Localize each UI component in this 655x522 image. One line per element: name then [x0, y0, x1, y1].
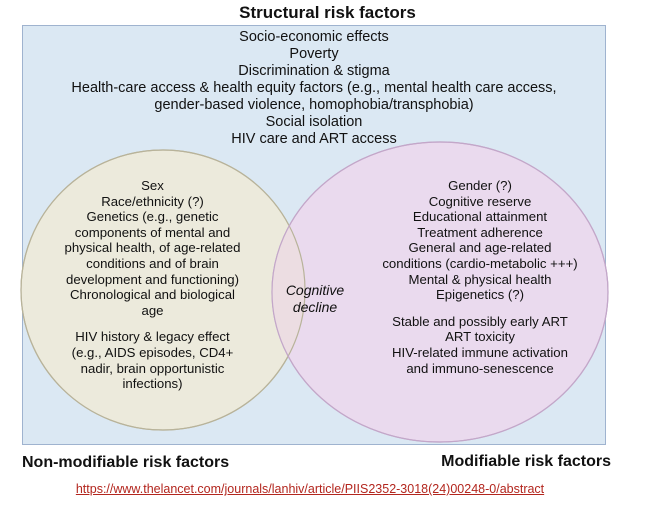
structural-item: Social isolation — [265, 114, 363, 130]
right-item: conditions (cardio-metabolic +++) — [382, 255, 578, 271]
left-item: physical health, of age-related — [64, 240, 241, 256]
structural-item: Health-care access & health equity facto… — [71, 80, 557, 96]
left-item: Race/ethnicity (?) — [101, 193, 204, 209]
modifiable-factors-list: Gender (?) Cognitive reserve Educational… — [360, 178, 600, 376]
left-item: conditions and of brain — [86, 255, 219, 271]
left-item: Genetics (e.g., genetic — [86, 209, 219, 225]
structural-item: Socio-economic effects — [239, 29, 389, 45]
source-link[interactable]: https://www.thelancet.com/journals/lanhi… — [75, 482, 545, 496]
structural-factors-list: Socio-economic effects Poverty Discrimin… — [22, 29, 606, 148]
right-item: ART toxicity — [445, 329, 515, 345]
diagram-title: Structural risk factors — [239, 3, 416, 22]
structural-item: Discrimination & stigma — [238, 63, 390, 79]
structural-item: Poverty — [289, 46, 339, 62]
left-item: development and functioning) — [65, 271, 240, 287]
structural-item: HIV care and ART access — [231, 131, 397, 147]
left-item: HIV history & legacy effect — [75, 329, 230, 345]
right-item: Epigenetics (?) — [436, 287, 524, 303]
right-item: HIV-related immune activation — [392, 344, 568, 360]
modifiable-label: Modifiable risk factors — [441, 453, 611, 470]
right-item: and immuno-senescence — [406, 360, 554, 376]
right-item: Treatment adherence — [417, 224, 543, 240]
left-item: (e.g., AIDS episodes, CD4+ — [71, 344, 234, 360]
left-item: Chronological and biological — [70, 287, 235, 303]
left-item: age — [141, 302, 164, 318]
non-modifiable-factors-list: Sex Race/ethnicity (?) Genetics (e.g., g… — [30, 178, 275, 392]
structural-item: gender-based violence, homophobia/transp… — [154, 97, 474, 113]
right-item: Gender (?) — [448, 178, 512, 193]
cognitive-decline-label: Cognitive decline — [285, 282, 345, 315]
non-modifiable-label: Non-modifiable risk factors — [22, 454, 230, 471]
left-item: infections) — [122, 376, 183, 392]
right-item: Mental & physical health — [408, 271, 552, 287]
left-item: nadir, brain opportunistic — [80, 360, 225, 376]
right-item: General and age-related — [408, 240, 552, 256]
left-item: Sex — [141, 178, 164, 193]
right-item: Cognitive reserve — [428, 193, 532, 209]
right-item: Stable and possibly early ART — [392, 313, 568, 329]
right-item: Educational attainment — [412, 209, 548, 225]
left-item: components of mental and — [74, 224, 231, 240]
